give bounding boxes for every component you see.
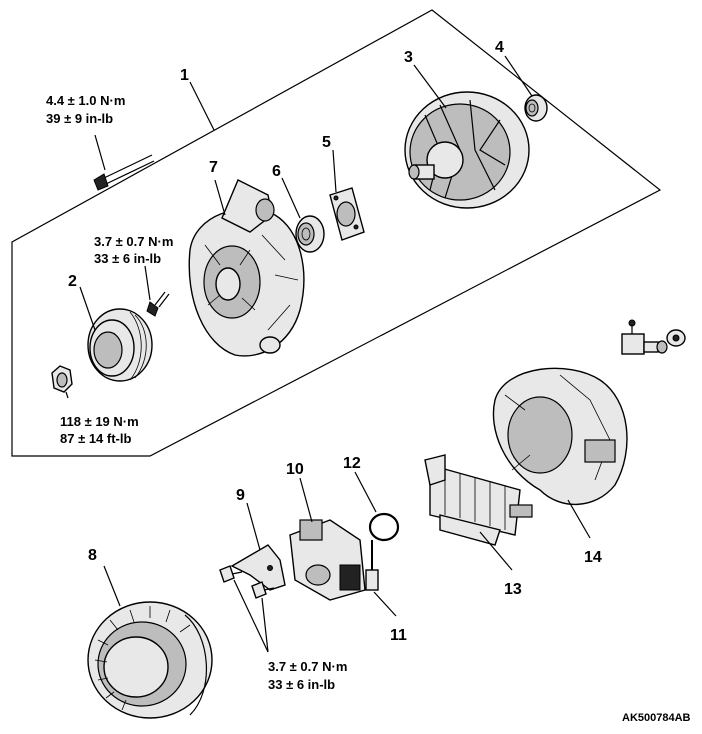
callout-12: 11 (390, 627, 407, 644)
callout-3: 3 (404, 49, 413, 66)
stator-part-8 (87, 601, 213, 719)
plate-part-9 (230, 544, 286, 591)
regulator-screws (219, 565, 275, 599)
plate-part-5 (329, 187, 365, 241)
callout-10: 10 (286, 461, 304, 478)
callout-6: 6 (272, 163, 281, 180)
regulator-part-10 (289, 519, 366, 601)
rectifier-part-13 (424, 454, 533, 546)
figure-code: AK500784AB (622, 712, 691, 724)
callout-1: 1 (180, 67, 189, 84)
group-1-outline (11, 9, 662, 457)
pulley-nut (51, 365, 73, 393)
rear-housing-part-14 (492, 367, 628, 506)
torque-nut-metric: 118 ± 19 N·m (60, 414, 139, 429)
leader-lines (65, 55, 591, 653)
callout-2: 2 (68, 273, 77, 290)
terminal-assembly (621, 319, 668, 355)
pulley-part-2 (87, 308, 153, 382)
callout-8: 8 (88, 547, 97, 564)
torque-front-imperial: 33 ± 6 in-lb (94, 251, 161, 266)
torque-screws-imperial: 33 ± 6 in-lb (268, 677, 335, 692)
bearing-part-4 (524, 94, 548, 122)
callout-9: 9 (236, 487, 245, 504)
rotor-part-3 (404, 91, 530, 209)
bearing-part-6 (295, 215, 325, 253)
callout-5: 5 (322, 134, 331, 151)
callout-7: 7 (209, 159, 218, 176)
torque-screws-metric: 3.7 ± 0.7 N·m (268, 659, 347, 674)
snap-ring-part-12 (368, 512, 400, 542)
washer (666, 329, 686, 347)
front-housing-part-7 (188, 179, 305, 357)
torque-upper-metric: 4.4 ± 1.0 N·m (46, 93, 125, 108)
callout-4: 4 (495, 39, 504, 56)
callout-11: 12 (343, 455, 361, 472)
callout-13: 13 (504, 581, 522, 598)
torque-upper-imperial: 39 ± 9 in-lb (46, 111, 113, 126)
brush-part-11 (365, 540, 379, 591)
callout-14: 14 (584, 549, 602, 566)
upper-bolt (93, 154, 155, 191)
torque-nut-imperial: 87 ± 14 ft-lb (60, 431, 131, 446)
front-bolt (146, 291, 170, 317)
torque-front-metric: 3.7 ± 0.7 N·m (94, 234, 173, 249)
